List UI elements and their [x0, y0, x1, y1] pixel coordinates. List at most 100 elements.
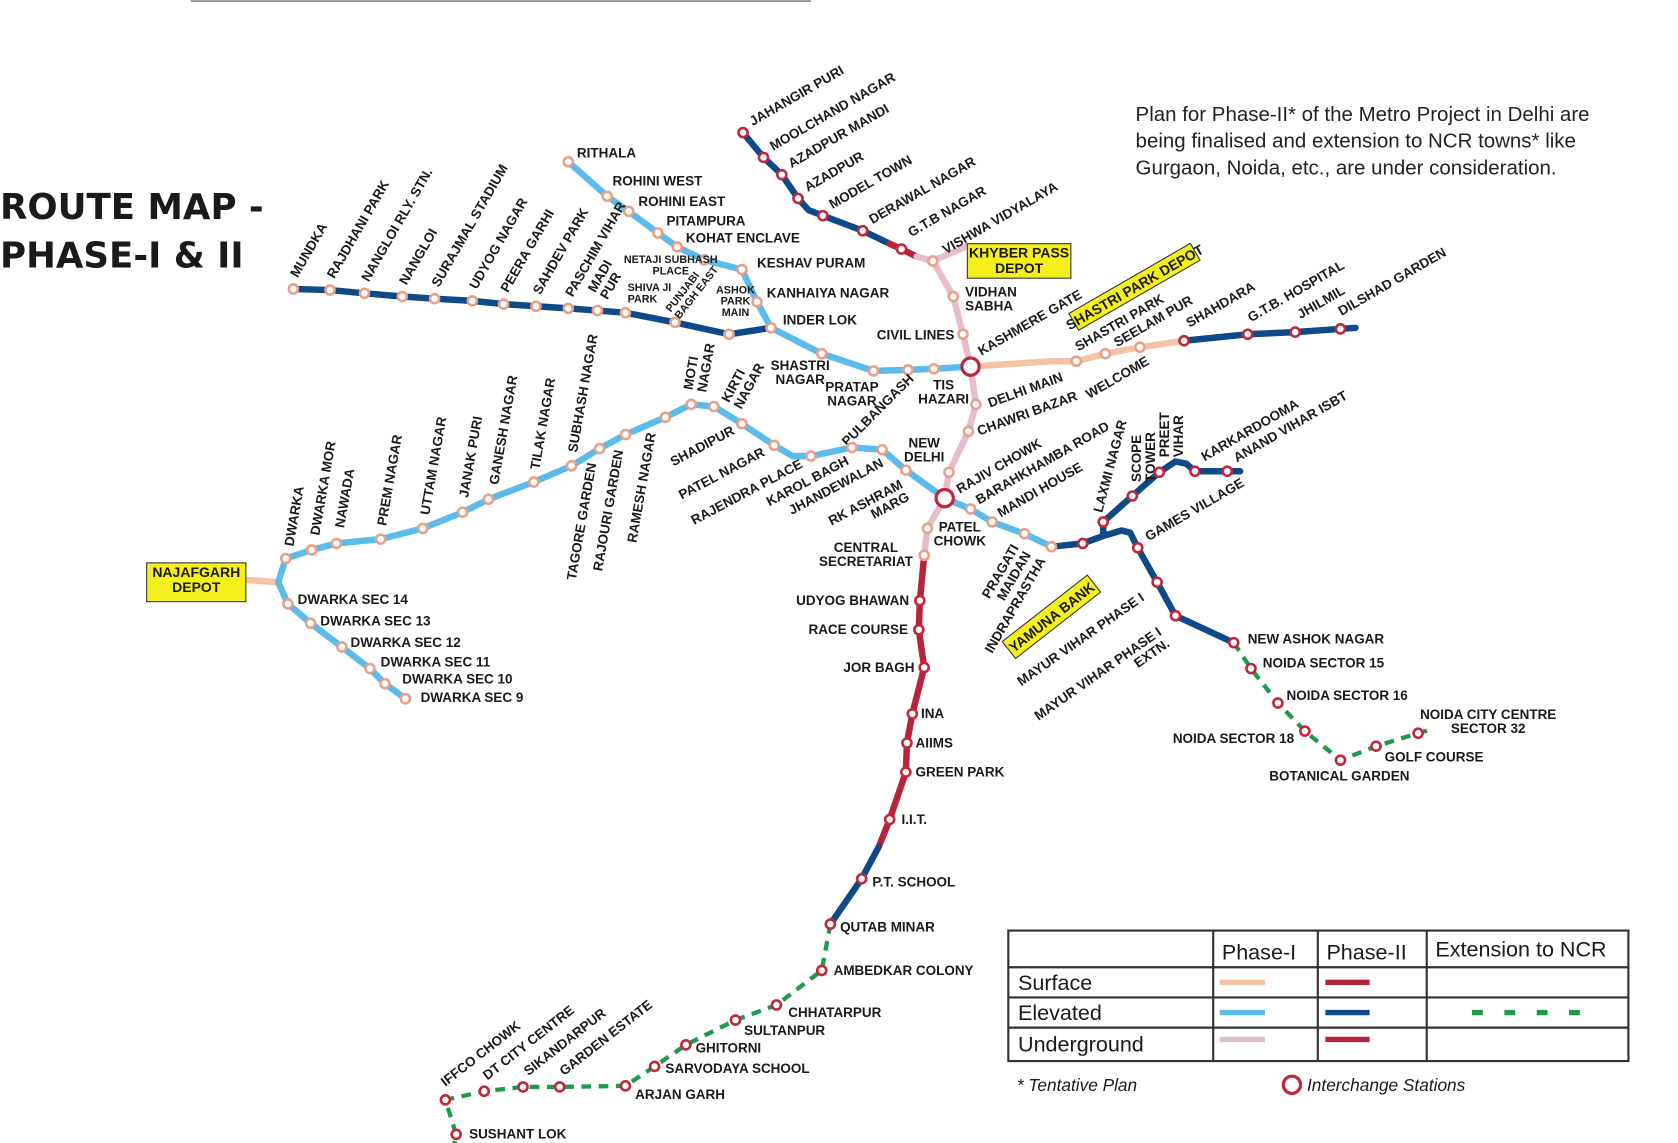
station-dwarka-sec-13[interactable]: DWARKA SEC 13 [304, 613, 431, 630]
station-label: RAMESH NAGAR [624, 431, 658, 544]
station-marker-icon [428, 292, 441, 305]
station-marker-icon [895, 243, 908, 255]
station-label: NAWADA [332, 467, 357, 529]
station-marker-icon [553, 1081, 566, 1093]
station-marker-icon [619, 306, 632, 319]
station-arjan-garh[interactable]: ARJAN GARH [619, 1080, 725, 1102]
station-rohini-east[interactable]: ROHINI EAST [622, 194, 726, 218]
station-dwarka-sec-10[interactable]: DWARKA SEC 10 [379, 672, 513, 690]
station-ghitorni[interactable]: GHITORNI [680, 1039, 761, 1055]
station-label: JOR BAGH [843, 660, 914, 675]
station-chhatarpur[interactable]: CHHATARPUR [770, 999, 882, 1020]
station-marker-icon [918, 661, 931, 674]
station-qutab-minar[interactable]: QUTAB MINAR [824, 918, 935, 935]
tentative-plan-note: * Tentative Plan [1017, 1075, 1137, 1095]
station-label: SUSHANT LOK [469, 1127, 567, 1142]
station-label: SURAJMAL STADIUM [429, 162, 511, 290]
station-marker-icon [527, 476, 540, 488]
station-dilshad-garden[interactable]: DILSHAD GARDEN [1334, 245, 1449, 335]
station-jor-bagh[interactable]: JOR BAGH [843, 660, 931, 675]
interchange-label: Interchange Stations [1307, 1075, 1466, 1095]
station-botanical-garden[interactable]: BOTANICAL GARDEN [1269, 754, 1409, 784]
station-uttam-nagar[interactable]: UTTAM NAGAR [416, 415, 449, 535]
station-label: DWARKA SEC 11 [381, 654, 491, 669]
station-label: DWARKA SEC 14 [298, 592, 409, 607]
station-sushant-lok[interactable]: SUSHANT LOK [450, 1127, 567, 1142]
station-kirti-nagar[interactable]: KIRTINAGAR [708, 354, 767, 413]
station-marker-icon [902, 364, 914, 376]
station-udyog-bhawan[interactable]: UDYOG BHAWAN [796, 593, 926, 608]
station-p-t-school[interactable]: P.T. SCHOOL [855, 872, 955, 889]
station-dwarka-sec-14[interactable]: DWARKA SEC 14 [282, 592, 409, 610]
station-marker-icon [986, 516, 998, 528]
station-label: ROHINI WEST [613, 173, 704, 188]
line3-p2-elevated-track [1048, 527, 1237, 646]
line3-p2-branch-track [1099, 458, 1244, 540]
station-marker-icon [737, 126, 749, 139]
station-games-village[interactable]: GAMES VILLAGE [1131, 475, 1247, 554]
station-marker-icon [1241, 328, 1254, 341]
station-golf-course[interactable]: GOLF COURSE [1370, 740, 1484, 765]
station-inder-lok[interactable]: INDER LOK [765, 313, 858, 334]
station-ina[interactable]: INA [906, 706, 945, 721]
station-dwarka-mor[interactable]: DWARKA MOR [305, 440, 339, 556]
station-preet-vihar[interactable]: PREETVIHAR [1153, 412, 1186, 479]
station-aiims[interactable]: AIIMS [901, 735, 953, 750]
station-new-ashok-nagar[interactable]: NEW ASHOK NAGAR [1227, 632, 1384, 649]
station-marker-icon [1018, 527, 1031, 540]
station-kanhaiya-nagar[interactable]: KANHAIYA NAGAR [751, 286, 890, 308]
station-rohini-west[interactable]: ROHINI WEST [601, 173, 704, 203]
station-dwarka-sec-12[interactable]: DWARKA SEC 12 [336, 635, 461, 653]
station-civil-lines[interactable]: CIVIL LINES [877, 328, 969, 343]
station-marker-icon [1334, 323, 1347, 335]
station-sultanpur[interactable]: SULTANPUR [729, 1014, 825, 1039]
station-pitampura[interactable]: PITAMPURA [652, 213, 746, 239]
station-noida-sector-15[interactable]: NOIDA SECTOR 15 [1245, 655, 1385, 675]
station-label: AMBEDKAR COLONY [834, 963, 974, 978]
station-label: RITHALA [577, 145, 636, 160]
station-moti-nagar[interactable]: MOTINAGAR [681, 339, 718, 411]
station-nawada[interactable]: NAWADA [330, 467, 357, 550]
station-noida-sector-16[interactable]: NOIDA SECTOR 16 [1272, 688, 1408, 709]
station-ganesh-nagar[interactable]: GANESH NAGAR [482, 374, 520, 506]
station-nangloi[interactable]: NANGLOI [396, 226, 440, 303]
station-dwarka-sec-9[interactable]: DWARKA SEC 9 [399, 690, 523, 705]
station-kohat-enclave[interactable]: KOHAT ENCLAVE [671, 231, 800, 253]
station-rithala[interactable]: RITHALA [562, 145, 637, 168]
station-dwarka-sec-11[interactable]: DWARKA SEC 11 [364, 654, 491, 675]
station-noida-sector-18[interactable]: NOIDA SECTOR 18 [1173, 725, 1311, 746]
station-ambedkar-colony[interactable]: AMBEDKAR COLONY [815, 963, 974, 978]
station-label: P.T. SCHOOL [872, 874, 955, 889]
station-marker-icon [439, 1094, 452, 1106]
station-green-park[interactable]: GREEN PARK [900, 764, 1005, 779]
station-label: DWARKA SEC 12 [350, 635, 460, 650]
map-title-line1: ROUTE MAP - [0, 187, 264, 228]
interchange-station-icon [934, 487, 955, 509]
station-prem-nagar[interactable]: PREM NAGAR [374, 433, 405, 545]
station-mundka[interactable]: MUNDKA [287, 220, 330, 295]
station-i-i-t[interactable]: I.I.T. [883, 812, 927, 827]
station-yamuna-bank[interactable] [1076, 537, 1089, 550]
station-sarvodaya-school[interactable]: SARVODAYA SCHOOL [648, 1060, 810, 1076]
station-marker-icon [279, 552, 292, 565]
station-keshav-puram[interactable]: KESHAV PURAM [736, 255, 865, 276]
station-marker-icon [900, 766, 912, 778]
station-label: KOHAT ENCLAVE [686, 231, 800, 246]
station-marker-icon [1097, 516, 1110, 528]
station-race-course[interactable]: RACE COURSE [808, 622, 925, 637]
